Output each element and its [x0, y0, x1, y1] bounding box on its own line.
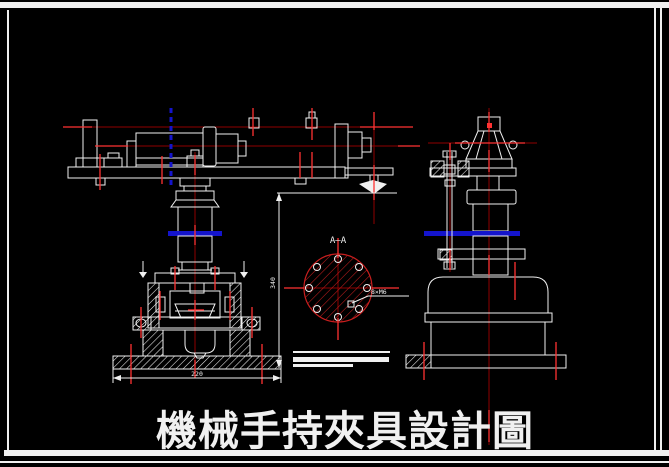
section-cut-arrows: [139, 261, 248, 278]
section-view-a-a: 8×M6 A—A: [284, 236, 409, 340]
dim-text-height: 340: [269, 277, 277, 289]
base-plate: [112, 355, 282, 370]
drawing-title: 機械手持夾具設計圖: [156, 408, 534, 454]
dome-housing: [427, 276, 549, 314]
front-view: 220 340: [63, 108, 420, 384]
section-label: A—A: [330, 236, 347, 246]
suction-cup: [359, 180, 387, 194]
leader-line: [351, 295, 409, 304]
centerline-ticks-side: [423, 112, 557, 442]
scale-bars: [293, 351, 390, 367]
dim-text-base-width: 220: [191, 370, 203, 378]
dimension-height: 340: [269, 192, 397, 368]
thread-callout-text: 8×M6: [371, 288, 387, 296]
side-view: [405, 108, 567, 445]
phantom-line-horizontal-right: [424, 231, 520, 236]
centerline-ticks-front: [63, 108, 420, 384]
dimension-base-width: 220: [112, 369, 282, 383]
